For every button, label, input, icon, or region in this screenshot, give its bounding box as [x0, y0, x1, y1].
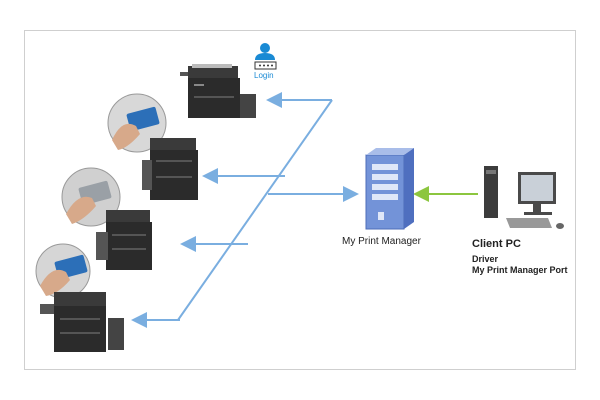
server-label: My Print Manager	[342, 236, 421, 247]
client-pc-title: Client PC	[472, 238, 521, 250]
password-field-icon	[254, 61, 277, 70]
hand-touching-panel-icon	[107, 93, 167, 153]
server-icon	[365, 148, 414, 230]
client-driver-label: Driver	[472, 254, 499, 264]
copier-icon	[40, 292, 124, 352]
client-port-label: My Print Manager Port	[472, 265, 568, 275]
user-icon	[255, 43, 275, 60]
login-label: Login	[254, 71, 274, 80]
link-server-to-copier-1	[177, 99, 333, 321]
copier-icon	[180, 64, 256, 118]
copier-icon	[142, 138, 198, 200]
client-pc-icon	[484, 166, 564, 229]
blue-connection-lines	[131, 92, 359, 328]
hand-touching-panel-icon	[61, 167, 121, 227]
hand-touching-panel-icon	[35, 243, 91, 299]
copier-icon	[96, 210, 152, 270]
